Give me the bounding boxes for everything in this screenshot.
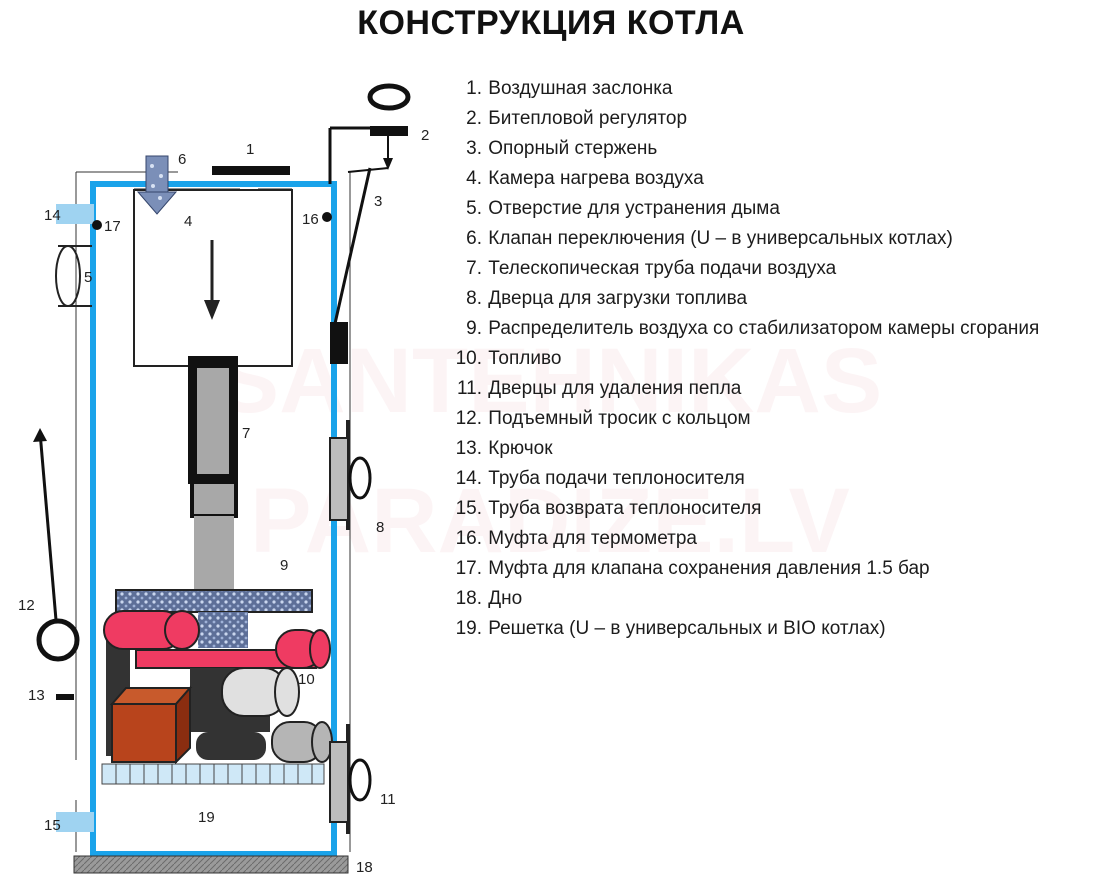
legend-item: 15. Труба возврата теплоносителя <box>455 498 762 519</box>
legend-item: 8. Дверца для загрузки топлива <box>466 288 748 309</box>
label-15: 15 <box>44 817 61 834</box>
fuel-block <box>111 703 177 763</box>
watermark-line1: SANTEHNIKAS <box>218 330 882 432</box>
label-7: 7 <box>242 425 250 442</box>
grate-row <box>101 763 325 785</box>
label-11: 11 <box>380 791 396 808</box>
legend-item: 7. Телескопическая труба подачи воздуха <box>466 258 837 279</box>
rod-weight <box>330 322 348 364</box>
bithermal-regulator <box>370 126 408 136</box>
legend-item: 12. Подъемный тросик с кольцом <box>455 408 751 429</box>
lifting-cable <box>38 431 58 621</box>
ash-door <box>329 741 349 823</box>
legend-item: 2. Битепловой регулятор <box>466 108 688 129</box>
legend-item: 3. Опорный стержень <box>466 138 658 159</box>
switch-valve-arrow-icon <box>136 155 178 215</box>
label-6: 6 <box>178 151 186 168</box>
legend-item: 6. Клапан переключения (U – в универсаль… <box>466 228 953 249</box>
label-13: 13 <box>28 687 45 704</box>
label-10: 10 <box>298 671 315 688</box>
feed-pipe <box>56 204 94 224</box>
label-5: 5 <box>84 269 92 286</box>
label-12: 12 <box>18 597 35 614</box>
page-title: КОНСТРУКЦИЯ КОТЛА <box>357 4 745 42</box>
loading-door <box>329 437 349 521</box>
regulator-ring-icon <box>367 83 411 111</box>
legend-item: 9. Распределитель воздуха со стабилизато… <box>466 318 1040 339</box>
legend-item: 17. Муфта для клапана сохранения давлени… <box>455 558 930 579</box>
legend-item: 19. Решетка (U – в универсальных и BIO к… <box>455 618 886 639</box>
pressure-valve-socket-icon <box>92 220 102 230</box>
legend-item: 13. Крючок <box>455 438 553 459</box>
label-1: 1 <box>246 141 254 158</box>
label-19: 19 <box>198 809 215 826</box>
bottom-plate <box>73 855 349 874</box>
support-rod <box>332 167 372 329</box>
label-9: 9 <box>280 557 288 574</box>
label-16: 16 <box>302 211 319 228</box>
smoke-outlet <box>55 245 92 307</box>
legend-item: 1. Воздушная заслонка <box>466 78 673 99</box>
parts-legend: 1. Воздушная заслонка 2. Битепловой регу… <box>446 74 1040 644</box>
label-8: 8 <box>376 519 384 536</box>
legend-item: 4. Камера нагрева воздуха <box>466 168 704 189</box>
cable-ring-icon <box>36 618 80 662</box>
label-17: 17 <box>104 218 121 235</box>
label-3: 3 <box>374 193 382 210</box>
thermometer-socket-icon <box>322 212 332 222</box>
legend-item: 14. Труба подачи теплоносителя <box>455 468 745 489</box>
label-2: 2 <box>421 127 429 144</box>
hook-icon <box>56 694 74 700</box>
legend-item: 10. Топливо <box>455 348 562 369</box>
legend-item: 18. Дно <box>455 588 523 609</box>
air-damper <box>212 166 290 175</box>
legend-item: 5. Отверстие для устранения дыма <box>466 198 780 219</box>
label-18: 18 <box>356 859 373 876</box>
label-4: 4 <box>184 213 192 230</box>
return-pipe <box>56 812 94 832</box>
air-distributor <box>115 589 313 613</box>
label-14: 14 <box>44 207 61 224</box>
legend-item: 11. Дверцы для удаления пепла <box>456 378 742 399</box>
legend-item: 16. Муфта для термометра <box>455 528 697 549</box>
